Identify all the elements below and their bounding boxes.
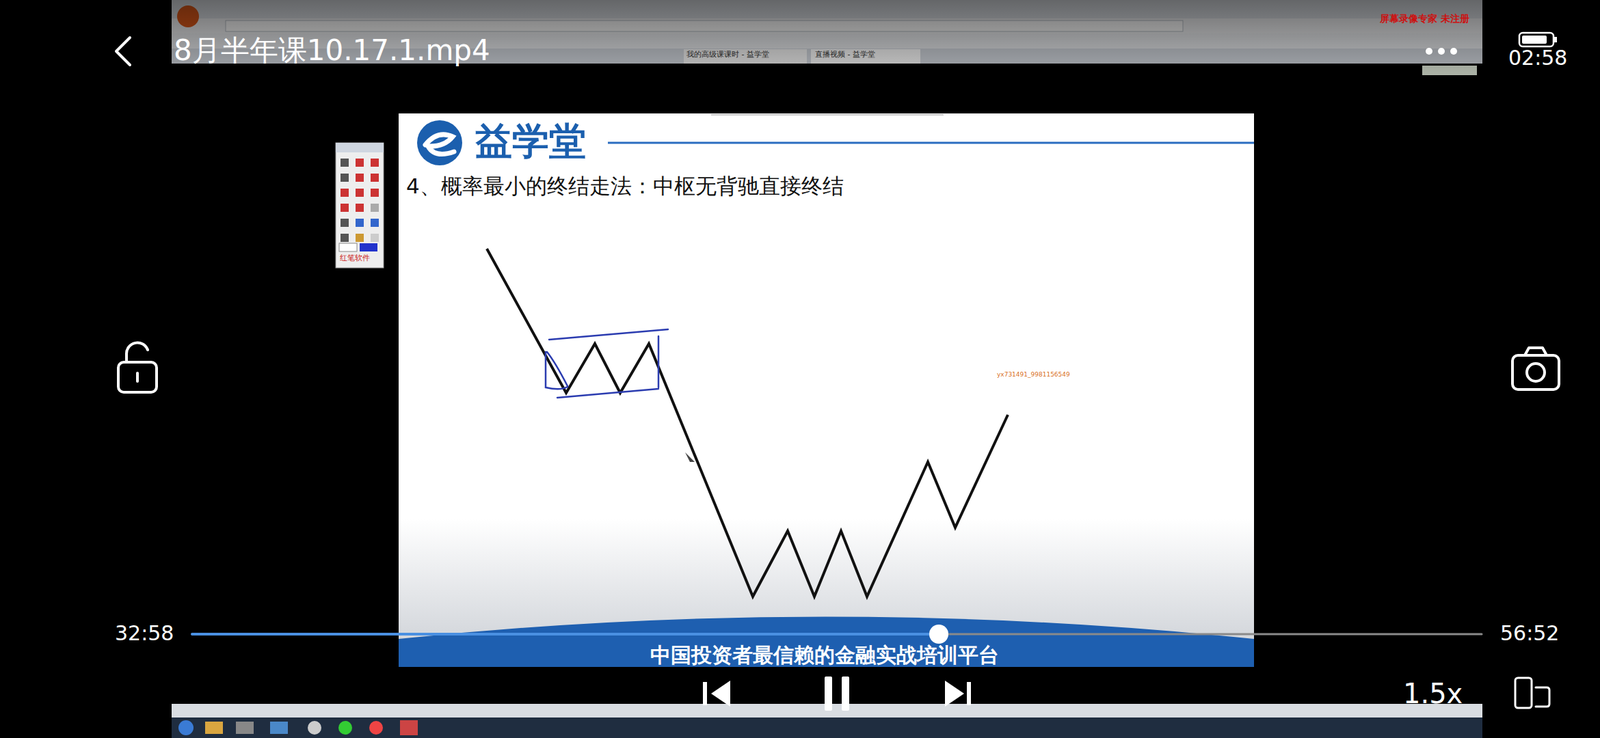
- player-controls: [116, 32, 1559, 712]
- total-time: 56:52: [1500, 622, 1559, 647]
- slide: [398, 113, 1255, 668]
- pen-toolbar: [335, 142, 384, 269]
- browser-tab: 直播视频 - 益学堂: [815, 50, 876, 60]
- video-title: 8月半年课10.17.1.mp4: [173, 34, 491, 68]
- slide-slogan: 中国投资者最信赖的金融实战培训平台: [650, 644, 999, 669]
- logo-text: 益学堂: [475, 120, 586, 163]
- slide-heading: 4、概率最小的终结走法：中枢无背驰直接终结: [406, 174, 844, 199]
- recorder-notice: 屏幕录像专家 未注册: [1379, 12, 1470, 24]
- browser-tab: 我的高级课课时 - 益学堂: [686, 50, 770, 60]
- elapsed-time: 32:58: [114, 622, 174, 647]
- toolbar-label: 红笔软件: [339, 254, 370, 264]
- watermark: yx731491_9981156549: [996, 371, 1071, 379]
- clock-time: 02:58: [1508, 46, 1568, 71]
- speed-button: 1.5x: [1403, 678, 1463, 710]
- top-shade: [0, 0, 1600, 83]
